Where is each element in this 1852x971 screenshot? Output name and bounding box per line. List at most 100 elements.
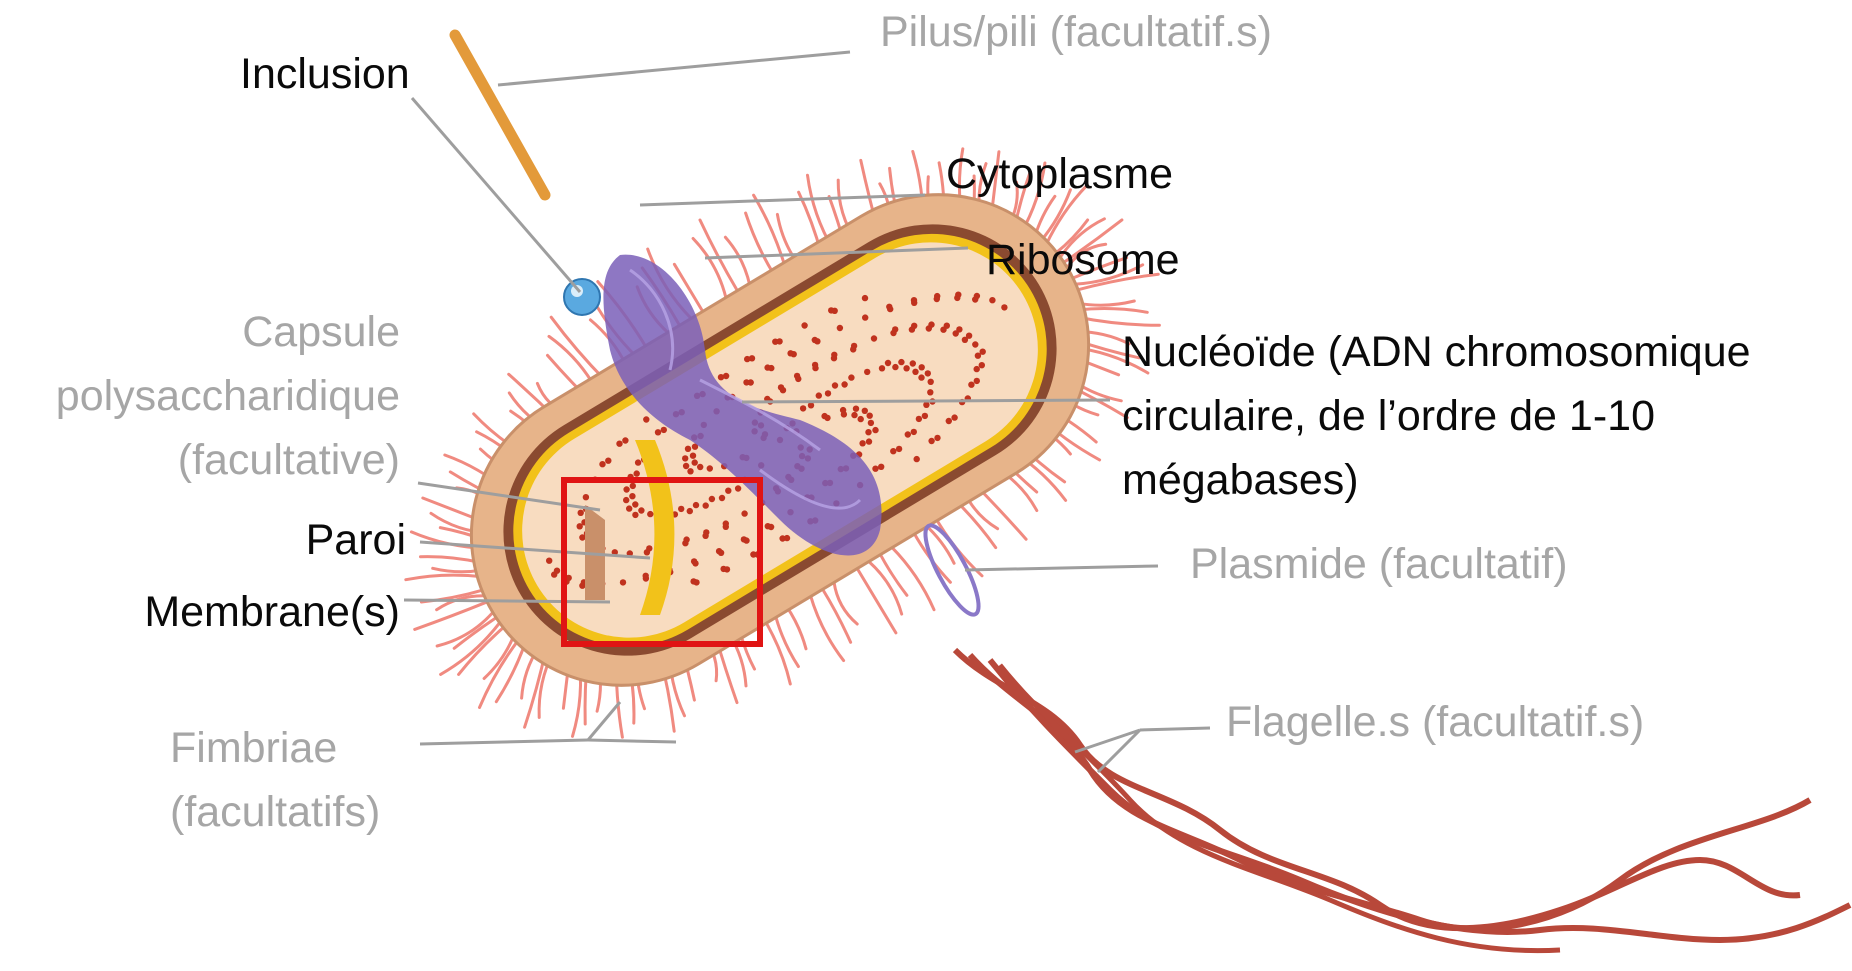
ribosome-dot: [859, 440, 865, 446]
label-paroi: Paroi: [306, 508, 406, 572]
label-cytoplasme: Cytoplasme: [946, 142, 1173, 206]
ribosome-dot: [661, 427, 667, 433]
ribosome-dot: [623, 486, 629, 492]
leader-line: [588, 702, 620, 740]
ribosome-dot: [824, 415, 830, 421]
ribosome-dot: [885, 360, 891, 366]
ribosome-dot: [791, 351, 797, 357]
ribosome-dot: [723, 520, 729, 526]
leader-line: [588, 740, 676, 742]
ribosome-dot: [919, 364, 925, 370]
label-plasmide: Plasmide (facultatif): [1190, 532, 1568, 596]
ribosome-dot: [890, 330, 896, 336]
pilus-strand: [1077, 301, 1134, 305]
ribosome-dot: [951, 414, 957, 420]
ribosome-dot: [926, 325, 932, 331]
label-capsule-line1: Capsule: [242, 300, 400, 364]
ribosome-dot: [780, 387, 786, 393]
ribosome-dot: [690, 453, 696, 459]
leader-line: [498, 52, 850, 85]
ribosome-dot: [878, 464, 884, 470]
ribosome-dot: [927, 389, 933, 395]
label-nucleoide-line1: Nucléoïde (ADN chromosomique: [1122, 320, 1751, 384]
ribosome-dot: [801, 322, 807, 328]
leader-line: [640, 195, 925, 205]
label-pilus: Pilus/pili (facultatif.s): [880, 0, 1272, 64]
ribosome-dot: [867, 413, 873, 419]
ribosome-dot: [890, 448, 896, 454]
ribosome-dot: [934, 435, 940, 441]
ribosome-dot: [655, 429, 661, 435]
ribosome-dot: [871, 335, 877, 341]
label-inclusion: Inclusion: [240, 42, 410, 106]
ribosome-dot: [914, 456, 920, 462]
ribosome-dot: [635, 459, 641, 465]
label-capsule-line2: polysaccharidique: [56, 364, 400, 428]
ribosome-dot: [626, 505, 632, 511]
leader-line: [965, 566, 1158, 570]
ribosome-dot: [841, 411, 847, 417]
label-capsule-line3: (facultative): [178, 428, 400, 492]
ribosome-dot: [962, 337, 968, 343]
ribosome-dot: [928, 379, 934, 385]
pilus-strand: [415, 602, 488, 630]
ribosome-dot: [989, 297, 995, 303]
ribosome-dot: [974, 366, 980, 372]
ribosome-dot: [872, 466, 878, 472]
ribosome-dot: [905, 431, 911, 437]
ribosome-dot: [866, 438, 872, 444]
ribosome-dot: [583, 494, 589, 500]
ribosome-dot: [858, 416, 864, 422]
ribosome-dot: [841, 381, 847, 387]
ribosome-dot: [554, 568, 560, 574]
ribosome-dot: [928, 438, 934, 444]
ribosome-dot: [616, 441, 622, 447]
ribosome-dot: [968, 382, 974, 388]
ribosome-dot: [898, 359, 904, 365]
ribosome-dot: [719, 495, 725, 501]
ribosome-dot: [578, 510, 584, 516]
ribosome-dot: [816, 392, 822, 398]
ribosome-dot: [868, 420, 874, 426]
label-nucleoide-line2: circulaire, de l’ordre de 1-10: [1122, 384, 1655, 448]
label-nucleoide-line3: mégabases): [1122, 448, 1359, 512]
ribosome-dot: [972, 296, 978, 302]
ribosome-dot: [741, 510, 747, 516]
ribosome-dot: [940, 327, 946, 333]
ribosome-dot: [879, 365, 885, 371]
pilus-strand: [762, 617, 790, 684]
ribosome-dot: [814, 338, 820, 344]
ribosome-dot: [687, 508, 693, 514]
ribosome-dot: [546, 558, 552, 564]
ribosome-dot: [911, 300, 917, 306]
pilus-strand: [810, 595, 843, 661]
ribosome-dot: [934, 296, 940, 302]
ribosome-dot: [682, 455, 688, 461]
pilus-strand: [934, 516, 982, 576]
ribosome-dot: [779, 535, 785, 541]
ribosome-dot: [765, 523, 771, 529]
label-ribosome: Ribosome: [986, 228, 1180, 292]
ribosome-dot: [923, 402, 929, 408]
ribosome-dot: [946, 418, 952, 424]
ribosome-dot: [916, 416, 922, 422]
pilus-strand: [786, 606, 806, 649]
ribosome-dot: [922, 413, 928, 419]
ribosome-dot: [903, 365, 909, 371]
ribosome-dot: [851, 412, 857, 418]
ribosome-dot: [953, 330, 959, 336]
ribosome-dot: [741, 536, 747, 542]
ribosome-dot: [862, 408, 868, 414]
ribosome-dot: [643, 573, 649, 579]
ribosome-dot: [605, 458, 611, 464]
ribosome-dot: [972, 341, 978, 347]
pilus-strand: [406, 575, 483, 580]
ribosome-dot: [620, 579, 626, 585]
ribosome-dot: [723, 373, 729, 379]
leader-line: [742, 400, 1110, 402]
ribosome-dot: [720, 566, 726, 572]
ribosome-dot: [693, 502, 699, 508]
ribosome-dot: [848, 374, 854, 380]
ribosome-dot: [735, 485, 741, 491]
ribosome-dot: [825, 390, 831, 396]
